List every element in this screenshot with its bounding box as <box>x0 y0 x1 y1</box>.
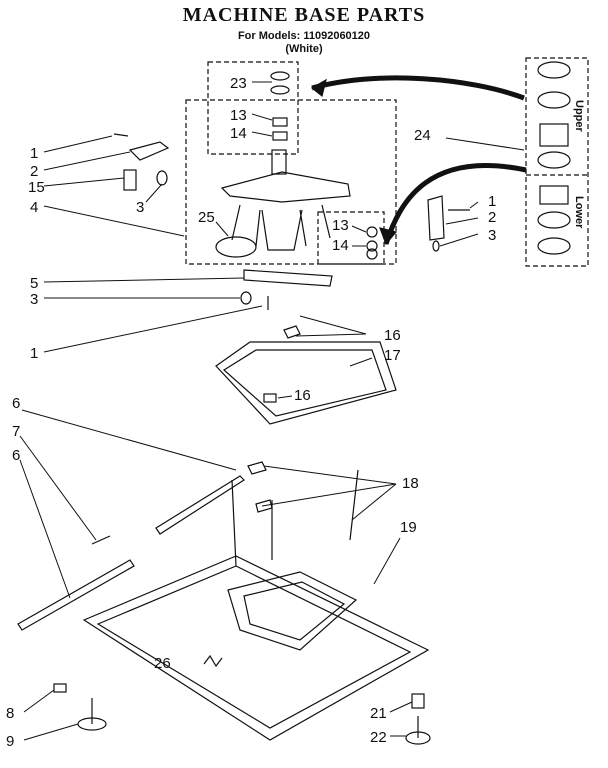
callout-25: 25 <box>198 209 215 226</box>
frame-17 <box>215 341 397 425</box>
callout-15: 15 <box>28 179 45 196</box>
callout-14-lower: 14 <box>332 237 349 254</box>
shaft <box>271 149 287 175</box>
callout-8: 8 <box>6 705 14 722</box>
upper-label: Upper <box>573 100 585 133</box>
seal-14 <box>272 131 288 141</box>
callout-14: 14 <box>230 125 247 142</box>
wire-26 <box>203 654 223 668</box>
rail-6-lower <box>17 559 135 631</box>
foot-8 <box>53 683 67 693</box>
callout-24: 24 <box>414 127 431 144</box>
base-frame <box>82 555 430 741</box>
pin-7 <box>91 535 111 545</box>
callout-18: 18 <box>402 475 419 492</box>
callout-17: 17 <box>384 347 401 364</box>
callout-2: 2 <box>30 163 38 180</box>
bracket-2-right <box>427 195 445 241</box>
callout-16: 16 <box>384 327 401 344</box>
callout-22: 22 <box>370 729 387 746</box>
upper-seal-box <box>207 61 299 155</box>
callout-3-mid: 3 <box>30 291 38 308</box>
callout-26: 26 <box>154 655 171 672</box>
callout-3-right: 3 <box>488 227 496 244</box>
callout-1: 1 <box>30 145 38 162</box>
bolt-1-left <box>113 133 129 137</box>
rail-6-upper <box>155 475 245 535</box>
bowl-19 <box>227 571 358 651</box>
callout-5: 5 <box>30 275 38 292</box>
arrow-lower <box>383 163 527 245</box>
bracket-2 <box>128 141 170 161</box>
callout-6: 6 <box>12 395 20 412</box>
seal-23-bottom <box>270 85 290 95</box>
callout-6-lower: 6 <box>12 447 20 464</box>
page-title: MACHINE BASE PARTS <box>182 4 426 26</box>
callout-9: 9 <box>6 733 14 750</box>
callout-13: 13 <box>230 107 247 124</box>
callout-21: 21 <box>370 705 387 722</box>
models-line: For Models: 11092060120 <box>237 30 371 42</box>
side-panel-box <box>525 57 589 267</box>
callout-1-mid: 1 <box>30 345 38 362</box>
pad-16 <box>283 325 301 339</box>
arrow-upper <box>311 75 525 101</box>
lower-label: Lower <box>573 196 585 229</box>
callout-16-lower: 16 <box>294 387 311 404</box>
seal-13 <box>272 117 288 127</box>
foot-21 <box>411 693 425 709</box>
spider-arms <box>220 171 351 203</box>
callout-23: 23 <box>230 75 247 92</box>
strap-5 <box>243 269 333 287</box>
ring-25 <box>215 236 257 258</box>
seal-23-top <box>270 71 290 81</box>
color-line: (White) <box>285 43 323 55</box>
callout-13-lower: 13 <box>332 217 349 234</box>
seal-14-lower <box>366 240 378 252</box>
callout-3: 3 <box>136 199 144 216</box>
seal-13-lower <box>366 226 378 238</box>
callout-1-right: 1 <box>488 193 496 210</box>
callout-2-right: 2 <box>488 209 496 226</box>
bumper-3-left <box>156 170 168 186</box>
callout-4: 4 <box>30 199 38 216</box>
spring-15 <box>123 169 137 191</box>
callout-7: 7 <box>12 423 20 440</box>
callout-19: 19 <box>400 519 417 536</box>
transmission-box <box>185 99 397 265</box>
lower-seal-box <box>317 211 385 265</box>
